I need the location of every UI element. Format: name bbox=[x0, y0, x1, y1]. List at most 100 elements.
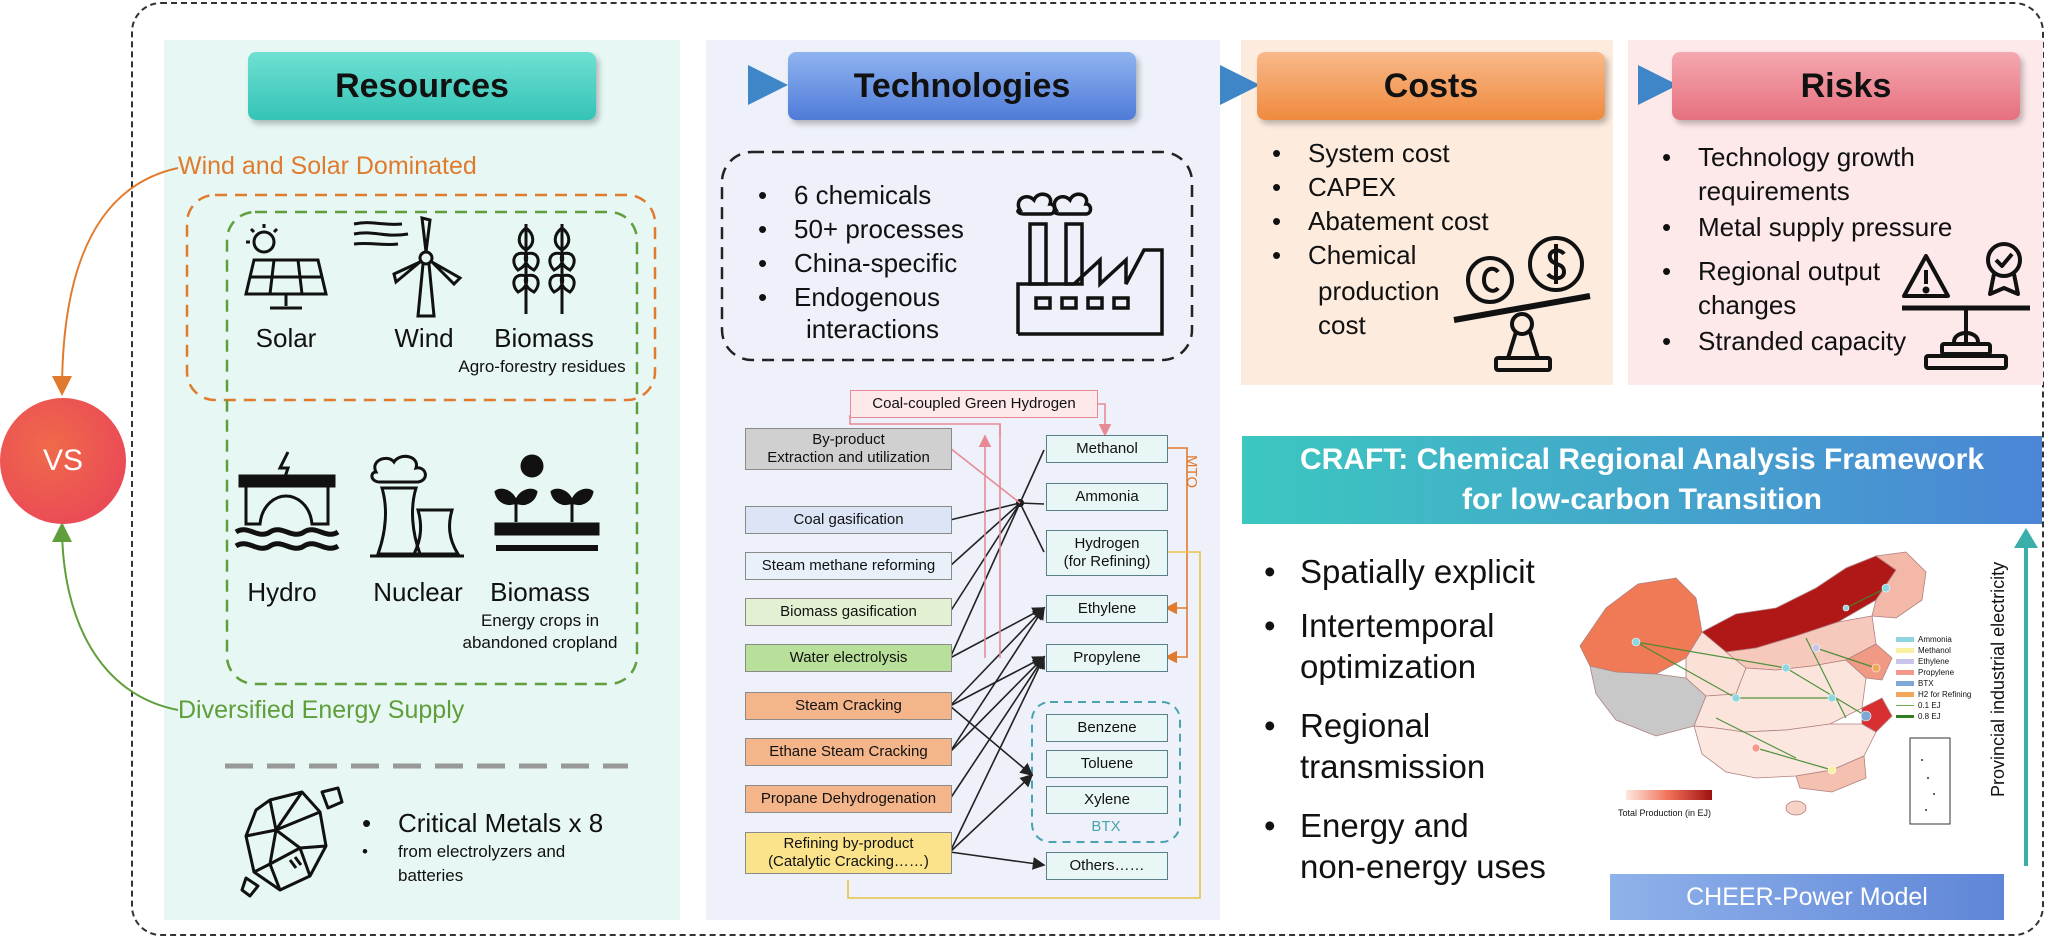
risks-bullets-4: Stranded capacity bbox=[1652, 324, 1906, 358]
map-inset bbox=[1909, 737, 1951, 825]
technologies-bullets: 6 chemicals 50+ processes China-specific… bbox=[748, 178, 964, 314]
craft-bullet-7: non-energy uses bbox=[1300, 848, 1546, 885]
risk-bullet-4: Regional output bbox=[1652, 254, 1880, 288]
map-colorbar-label: Total Production (in EJ) bbox=[1618, 808, 1712, 818]
diversified-energy-label: Diversified Energy Supply bbox=[178, 696, 465, 724]
cost-bullet-2: CAPEX bbox=[1262, 170, 1489, 204]
arrow-diversified-vs bbox=[52, 522, 179, 711]
solar-label: Solar bbox=[255, 323, 317, 353]
legend-btx: BTX bbox=[1918, 679, 1934, 688]
technologies-header: Technologies bbox=[788, 52, 1136, 120]
wind-label: Wind bbox=[394, 323, 454, 353]
map-region-south bbox=[1693, 723, 1877, 779]
cost-bullet-6: cost bbox=[1318, 310, 1366, 340]
risk-balance-icon bbox=[1902, 242, 2030, 370]
china-production-map bbox=[1579, 551, 1951, 825]
product-benzene: Benzene bbox=[1046, 714, 1168, 742]
input-ethane-steam-cracking-label: Ethane Steam Cracking bbox=[769, 743, 928, 760]
input-byproduct-l2: Extraction and utilization bbox=[767, 449, 930, 466]
input-water-electrolysis: Water electrolysis bbox=[745, 644, 952, 672]
product-hydrogen-l1: Hydrogen bbox=[1074, 535, 1140, 552]
cheer-power-model-bar: CHEER-Power Model bbox=[1610, 874, 2004, 920]
vs-label: VS bbox=[42, 444, 84, 477]
product-others: Others…… bbox=[1046, 852, 1168, 880]
critical-metals-sub-1: from electrolyzers and bbox=[352, 840, 603, 864]
legend-item: Ethylene bbox=[1896, 656, 1971, 667]
product-toluene-label: Toluene bbox=[1080, 755, 1134, 772]
biomass-bottom-sublabel-1: Energy crops in bbox=[480, 611, 600, 630]
map-region-east bbox=[1845, 643, 1893, 681]
map-legend: Ammonia Methanol Ethylene Propylene BTX … bbox=[1896, 634, 1971, 722]
cost-balance-icon bbox=[1453, 236, 1591, 372]
risks-bullets: Technology growth bbox=[1652, 140, 1915, 174]
input-refining-byproduct: Refining by-product (Catalytic Cracking…… bbox=[745, 832, 952, 874]
legend-item: H2 for Refining bbox=[1896, 689, 1971, 700]
input-coal-gasification-label: Coal gasification bbox=[793, 511, 904, 528]
legend-01ej: 0.1 EJ bbox=[1918, 701, 1941, 710]
product-others-label: Others…… bbox=[1069, 857, 1145, 874]
nuclear-label: Nuclear bbox=[373, 577, 463, 607]
tech-bullet-4: Endogenous bbox=[748, 280, 964, 314]
input-propane-dehydrogenation: Propane Dehydrogenation bbox=[745, 785, 952, 813]
craft-title-1: CRAFT: Chemical Regional Analysis Framew… bbox=[1299, 443, 1985, 476]
product-toluene: Toluene bbox=[1046, 750, 1168, 778]
outer-frame bbox=[131, 2, 2044, 936]
legend-propylene: Propylene bbox=[1918, 668, 1955, 677]
arrow-wind-solar-vs bbox=[52, 167, 179, 396]
wind-solar-group bbox=[185, 193, 657, 402]
risk-bullet-6: Stranded capacity bbox=[1652, 324, 1906, 358]
map-region-xinjiang bbox=[1579, 577, 1703, 675]
craft-bullets-2: Intertemporal bbox=[1254, 604, 1494, 648]
input-ethane-steam-cracking: Ethane Steam Cracking bbox=[745, 738, 952, 766]
wheat-icon bbox=[512, 224, 576, 314]
cheer-power-model-label: CHEER-Power Model bbox=[1686, 882, 1928, 911]
tech-bullet-2: 50+ processes bbox=[748, 212, 964, 246]
craft-bullet-6: Energy and bbox=[1254, 804, 1469, 848]
risks-header: Risks bbox=[1672, 52, 2020, 120]
critical-metals-title: Critical Metals x 8 bbox=[352, 806, 603, 840]
coal-coupled-hydrogen-box: Coal-coupled Green Hydrogen bbox=[850, 390, 1098, 418]
tech-bullet-3: China-specific bbox=[748, 246, 964, 280]
craft-bullets-4: Energy and bbox=[1254, 804, 1469, 848]
input-water-electrolysis-label: Water electrolysis bbox=[789, 649, 908, 666]
tech-bullet-1: 6 chemicals bbox=[748, 178, 964, 212]
legend-item: Ammonia bbox=[1896, 634, 1971, 645]
resources-title: Resources bbox=[335, 66, 509, 105]
nuclear-plant-icon bbox=[370, 454, 464, 558]
input-byproduct: By-product Extraction and utilization bbox=[745, 428, 952, 470]
product-ammonia-label: Ammonia bbox=[1075, 488, 1139, 505]
input-byproduct-l1: By-product bbox=[812, 431, 885, 448]
input-refining-l2: (Catalytic Cracking……) bbox=[768, 853, 929, 870]
tech-summary-box bbox=[720, 150, 1194, 362]
product-xylene-label: Xylene bbox=[1084, 791, 1130, 808]
craft-bullet-1: Spatially explicit bbox=[1254, 550, 1535, 594]
craft-banner: CRAFT: Chemical Regional Analysis Framew… bbox=[1242, 436, 2042, 524]
map-colorbar bbox=[1626, 790, 1712, 800]
input-biomass-gasification-label: Biomass gasification bbox=[780, 603, 917, 620]
craft-bullet-4: Regional bbox=[1254, 704, 1430, 748]
map-region-zhejiang bbox=[1861, 697, 1893, 733]
product-xylene: Xylene bbox=[1046, 786, 1168, 814]
biomass-bottom-label: Biomass bbox=[490, 577, 590, 607]
mto-label: MTO bbox=[1183, 455, 1200, 489]
product-methanol: Methanol bbox=[1046, 435, 1168, 463]
craft-bullets: Spatially explicit bbox=[1254, 550, 1535, 594]
product-hydrogen-l2: (for Refining) bbox=[1063, 553, 1151, 570]
btx-label: BTX bbox=[1091, 818, 1121, 835]
input-steam-cracking-label: Steam Cracking bbox=[795, 697, 902, 714]
risk-bullet-5: changes bbox=[1698, 290, 1797, 320]
biomass-top-sublabel: Agro-forestry residues bbox=[458, 357, 626, 376]
cost-bullet-3: Abatement cost bbox=[1262, 204, 1489, 238]
product-methanol-label: Methanol bbox=[1076, 440, 1138, 457]
craft-title-2: for low-carbon Transition bbox=[1461, 483, 1822, 516]
risks-title: Risks bbox=[1800, 66, 1892, 105]
craft-bullet-5: transmission bbox=[1300, 748, 1486, 785]
risks-bullets-2: Metal supply pressure bbox=[1652, 210, 1952, 244]
costs-title: Costs bbox=[1383, 66, 1479, 105]
product-hydrogen: Hydrogen (for Refining) bbox=[1046, 530, 1168, 576]
product-propylene-label: Propylene bbox=[1073, 649, 1141, 666]
input-steam-methane: Steam methane reforming bbox=[745, 552, 952, 580]
coal-coupled-label: Coal-coupled Green Hydrogen bbox=[872, 395, 1076, 412]
input-steam-cracking: Steam Cracking bbox=[745, 692, 952, 720]
diversified-group bbox=[225, 210, 639, 686]
